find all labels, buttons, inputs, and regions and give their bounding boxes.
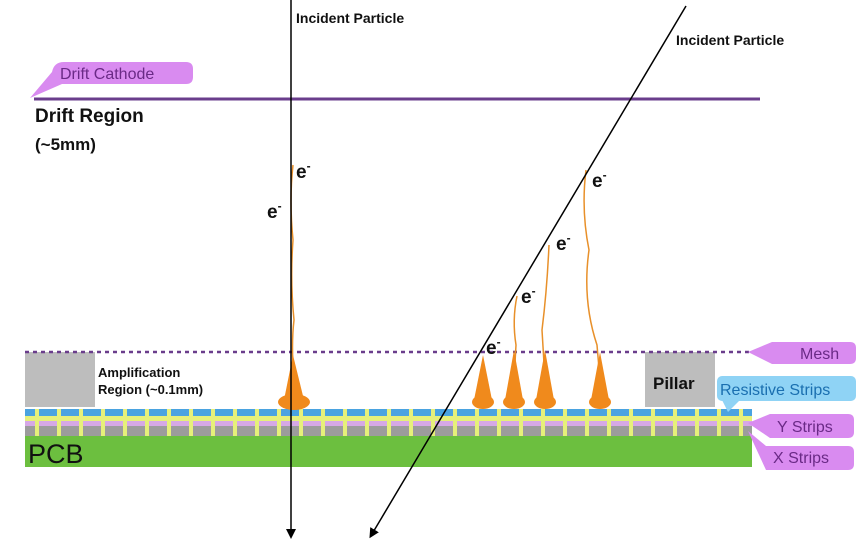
svg-text:e-: e-	[267, 199, 282, 223]
x-strips-tag: X Strips	[748, 431, 854, 470]
drift-cathode-tag: Drift Cathode	[30, 62, 193, 98]
strip-tick	[79, 409, 83, 436]
electron-label-1: e-	[296, 159, 311, 183]
strip-tick	[475, 409, 479, 436]
strip-tick	[739, 409, 743, 436]
svg-text:e-: e-	[486, 335, 501, 359]
resistive-strips-tag: Resistive Strips	[717, 376, 856, 412]
incident-particle-diagonal	[369, 5, 687, 539]
incident-particle-label-1: Incident Particle	[296, 10, 404, 26]
svg-text:e-: e-	[296, 159, 311, 183]
avalanche-1	[472, 355, 494, 409]
electron-label-2: e-	[267, 199, 282, 223]
avalanche-3	[534, 350, 556, 409]
electron-label-4: e-	[556, 231, 571, 255]
strip-tick	[387, 409, 391, 436]
strip-tick	[211, 409, 215, 436]
strip-tick	[717, 409, 721, 436]
strip-tick	[189, 409, 193, 436]
strip-tick	[497, 409, 501, 436]
drift-region-label: Drift Region	[35, 106, 144, 127]
strip-tick	[607, 409, 611, 436]
mesh-label: Mesh	[800, 346, 839, 363]
electron-label-6: e-	[486, 335, 501, 359]
electron-track-2	[541, 244, 550, 381]
strip-tick	[101, 409, 105, 436]
strip-tick	[233, 409, 237, 436]
drift-cathode-label: Drift Cathode	[60, 66, 154, 83]
strip-tick	[299, 409, 303, 436]
strip-tick	[563, 409, 567, 436]
pillar-left	[25, 352, 95, 407]
strip-tick	[145, 409, 149, 436]
strip-tick	[57, 409, 61, 436]
mesh-tag: Mesh	[748, 342, 856, 364]
strip-tick	[519, 409, 523, 436]
strip-tick	[321, 409, 325, 436]
strip-tick	[651, 409, 655, 436]
strip-tick	[695, 409, 699, 436]
avalanche-4	[589, 352, 611, 409]
electron-label-3: e-	[592, 168, 607, 192]
drift-region-size: (~5mm)	[35, 135, 96, 154]
y-strips-label: Y Strips	[777, 419, 833, 436]
avalanche-2	[503, 350, 525, 409]
x-strips-label: X Strips	[773, 450, 829, 467]
resistive-strips-label: Resistive Strips	[720, 382, 830, 399]
strip-tick	[255, 409, 259, 436]
strip-tick	[277, 409, 281, 436]
strip-tick	[431, 409, 435, 436]
strip-tick	[453, 409, 457, 436]
pcb-label: PCB	[28, 439, 84, 469]
electron-track-1	[583, 169, 601, 381]
strip-tick	[343, 409, 347, 436]
incident-particle-label-2: Incident Particle	[676, 32, 784, 48]
strip-tick	[167, 409, 171, 436]
strip-tick	[365, 409, 369, 436]
electron-label-5: e-	[521, 284, 536, 308]
pcb-board	[25, 436, 752, 467]
strip-tick	[541, 409, 545, 436]
pillar-label: Pillar	[653, 374, 695, 393]
pillar-right	[645, 352, 715, 407]
amplification-size: Region (~0.1mm)	[98, 382, 203, 397]
svg-text:e-: e-	[521, 284, 536, 308]
strip-tick	[629, 409, 633, 436]
strip-tick	[585, 409, 589, 436]
strip-tick	[123, 409, 127, 436]
amplification-label: Amplification	[98, 365, 180, 380]
strip-tick	[409, 409, 413, 436]
svg-text:e-: e-	[556, 231, 571, 255]
electron-track-3	[513, 295, 518, 381]
strip-ticks	[35, 409, 743, 436]
y-strips-tag: Y Strips	[748, 414, 854, 438]
strip-tick	[673, 409, 677, 436]
strip-tick	[35, 409, 39, 436]
svg-text:e-: e-	[592, 168, 607, 192]
avalanche-under-vertical	[278, 355, 310, 410]
